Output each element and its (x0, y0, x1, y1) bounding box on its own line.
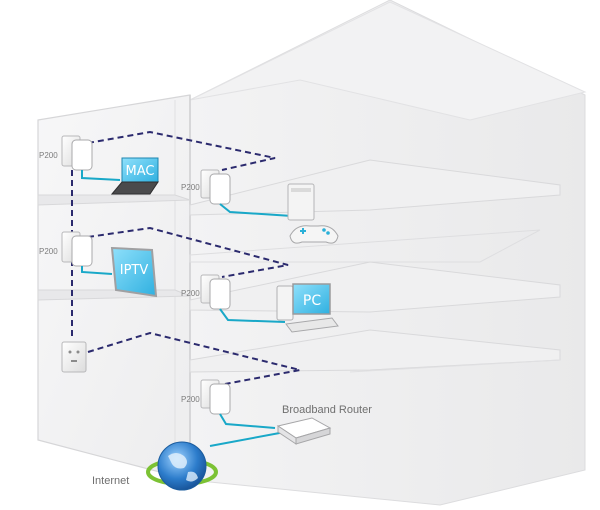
adapter-label: P200 (181, 395, 200, 404)
pc-keyboard (285, 317, 339, 333)
powerline-adapter (209, 383, 231, 415)
pc-tower (276, 285, 294, 321)
tv-panel (110, 246, 158, 298)
outlet-hole (71, 360, 77, 362)
controller-button (322, 228, 326, 232)
adapter-label: P200 (181, 289, 200, 298)
controller-body (289, 225, 339, 244)
ethernet-cables (81, 170, 293, 447)
router-label: Broadband Router (282, 404, 372, 416)
cable-internet (209, 431, 286, 447)
house-left-wall (37, 94, 191, 481)
powerline-adapter (209, 278, 231, 310)
floor-right-3-edge (189, 229, 541, 263)
floor-left-3 (37, 194, 191, 206)
powerline-adapter (71, 139, 93, 171)
house-roof (189, 1, 587, 121)
laptop-base (110, 181, 159, 195)
outlet-hole (76, 350, 80, 354)
broadband-router-icon: Broadband Router (276, 404, 372, 445)
floor-right-3 (189, 159, 561, 216)
powerline-link-bottom (87, 331, 301, 385)
controller-button (326, 231, 330, 235)
laptop-mac-icon: MAC (110, 157, 159, 195)
console-slot (291, 188, 311, 192)
iptv-screen-icon: IPTV (110, 246, 158, 298)
powerline-adapter (71, 235, 93, 267)
globe-continent (168, 453, 187, 469)
adapter-label: P200 (39, 151, 58, 160)
adapter-label: P200 (39, 247, 58, 256)
console-body (287, 183, 315, 221)
controller-dpad (302, 228, 304, 234)
powerline-link-top (87, 130, 276, 171)
adapter-mid-right: P200 (181, 274, 231, 310)
game-console-icon (287, 183, 339, 244)
powerline-link-middle (87, 226, 289, 278)
mac-screen-label: MAC (126, 164, 155, 179)
cable-pc (219, 308, 286, 323)
cable-mac (81, 170, 121, 181)
pc-monitor (292, 283, 331, 315)
wall-outlet (61, 341, 87, 373)
adapter-top-left: P200 (39, 135, 93, 171)
pc-screen-label: PC (303, 293, 321, 309)
cable-router (219, 413, 276, 429)
iptv-screen-label: IPTV (120, 263, 149, 278)
adapter-top-right: P200 (181, 169, 231, 205)
internet-globe-icon: Internet (92, 441, 218, 491)
powerline-adapter (209, 173, 231, 205)
outlet-hole (68, 350, 72, 354)
globe-continent (186, 471, 198, 482)
adapter-label: P200 (181, 183, 200, 192)
internet-label: Internet (92, 475, 129, 487)
outlet-bottom-left (61, 341, 87, 373)
floor-right-1-edge (349, 359, 561, 373)
adapter-mid-left: P200 (39, 231, 93, 267)
pc-desktop-icon: PC (276, 283, 339, 333)
router-front (295, 427, 331, 445)
cable-iptv (81, 266, 113, 275)
cable-console (219, 203, 293, 217)
